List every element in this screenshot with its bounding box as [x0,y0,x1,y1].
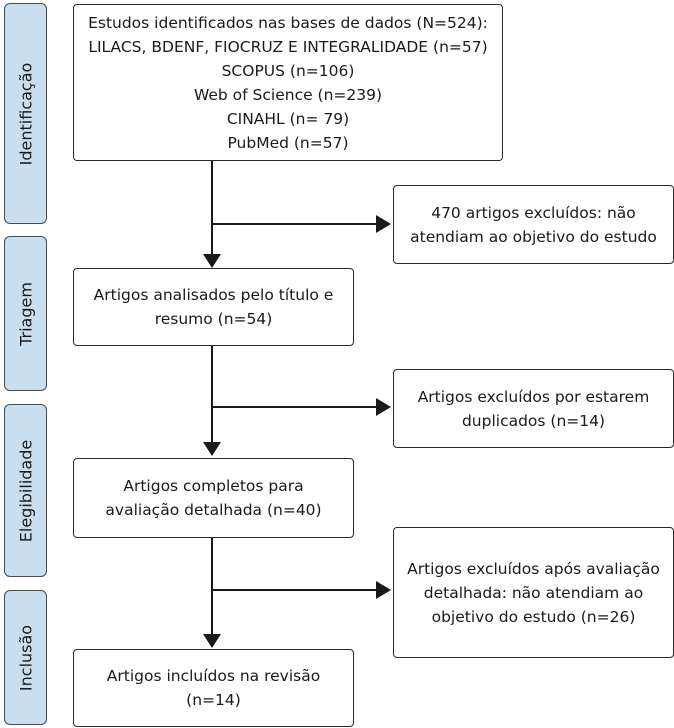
box-identified: Estudos identificados nas bases de dados… [73,4,503,161]
phase-triagem: Triagem [4,236,47,391]
arrowhead-right-3 [376,581,391,599]
arrowhead-right-1 [376,215,391,233]
identified-wos: Web of Science (n=239) [193,85,383,104]
arrowhead-right-2 [376,398,391,416]
identified-cinahl: CINAHL (n= 79) [226,109,350,128]
arrowhead-down-3 [203,634,221,648]
box-full-text: Artigos completos para avaliação detalha… [73,458,354,538]
full-text-text: Artigos completos para avaliação detalha… [105,477,322,519]
identified-lilacs: LILACS, BDENF, FIOCRUZ E INTEGRALIDADE (… [88,37,488,56]
box-excluded-objective: 470 artigos excluídos: não atendiam ao o… [393,185,674,264]
arrowhead-down-2 [203,442,221,456]
excluded-duplicates-text: Artigos excluídos por estarem duplicados… [417,387,650,430]
included-text: Artigos incluídos na revisão (n=14) [106,667,321,709]
phase-elegibilidade: Elegibilidade [4,404,47,577]
phase-identificacao: Identificação [4,3,47,224]
arrowhead-down-1 [203,254,221,268]
phase-inclusao: Inclusão [4,590,47,725]
identified-total: Estudos identificados nas bases de dados… [88,13,488,32]
box-included: Artigos incluídos na revisão (n=14) [73,649,354,727]
box-excluded-duplicates: Artigos excluídos por estarem duplicados… [393,369,674,448]
excluded-after-review-text: Artigos excluídos após avaliação detalha… [407,559,660,626]
identified-pubmed: PubMed (n=57) [227,133,349,152]
screened-text: Artigos analisados pelo título e resumo … [93,286,334,328]
identified-scopus: SCOPUS (n=106) [221,61,355,80]
box-excluded-after-review: Artigos excluídos após avaliação detalha… [393,527,674,658]
excluded-objective-text: 470 artigos excluídos: não atendiam ao o… [410,203,657,246]
box-screened: Artigos analisados pelo título e resumo … [73,268,354,346]
